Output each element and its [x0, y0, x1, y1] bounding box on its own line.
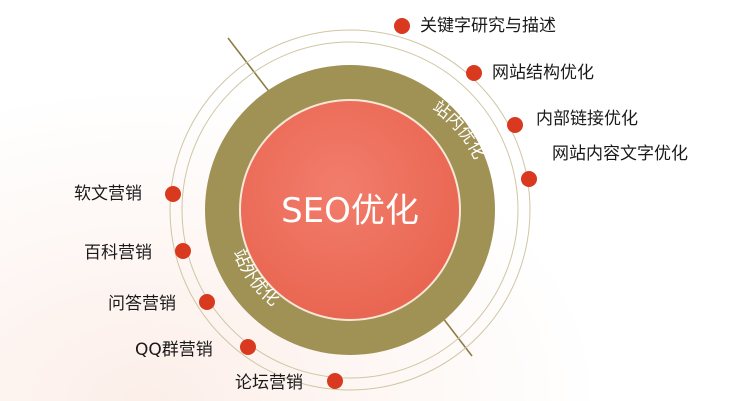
center-circle [239, 99, 461, 321]
onsite-item-internal-links: 内部链接优化 [536, 109, 638, 129]
offsite-bullet-dot [175, 243, 191, 259]
offsite-bullet-dot [199, 294, 215, 310]
offsite-bullet-dot [240, 339, 256, 355]
onsite-item-site-structure: 网站结构优化 [492, 63, 594, 83]
offsite-item-forum: 论坛营销 [235, 373, 303, 393]
outer-thin-ring [169, 29, 531, 391]
inner-thin-ring [181, 41, 519, 379]
offsite-bullet-dot [327, 373, 343, 389]
onsite-bullet-dot [521, 171, 537, 187]
offsite-bullet-dot [165, 186, 181, 202]
onsite-bullet-dot [466, 65, 482, 81]
center-title: SEO优化 [281, 191, 419, 231]
offsite-item-soft-article: 软文营销 [74, 184, 142, 204]
onsite-item-keyword-research: 关键字研究与描述 [420, 16, 556, 36]
onsite-bullet-dot [394, 18, 410, 34]
offsite-item-qa: 问答营销 [108, 294, 176, 314]
onsite-bullet-dot [507, 117, 523, 133]
onsite-item-content-text: 网站内容文字优化 [552, 144, 688, 164]
offsite-item-encyclopedia: 百科营销 [84, 243, 152, 263]
offsite-item-qq-group: QQ群营销 [135, 340, 213, 360]
